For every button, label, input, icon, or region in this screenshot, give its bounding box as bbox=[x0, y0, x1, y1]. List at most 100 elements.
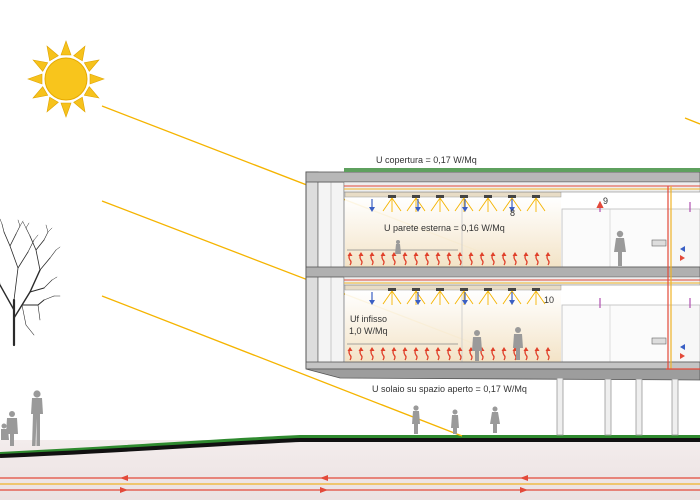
light-fixture-icon bbox=[436, 195, 444, 198]
light-fixture-icon bbox=[484, 195, 492, 198]
heat-arrow-head bbox=[380, 252, 386, 256]
cool-arrow-head bbox=[415, 300, 421, 305]
light-fixture-icon bbox=[508, 288, 516, 291]
person-silhouette-icon bbox=[472, 330, 482, 361]
heat-arrow-head bbox=[391, 347, 397, 351]
heat-arrow-head bbox=[391, 252, 397, 256]
heat-arrow-head bbox=[490, 252, 496, 256]
intermediate-slab bbox=[305, 266, 700, 278]
frame-u-value-label-line1: Uf infisso bbox=[350, 314, 387, 324]
person-silhouette-icon bbox=[31, 390, 43, 446]
light-fixtures bbox=[382, 195, 546, 305]
light-fixture-icon bbox=[460, 288, 468, 291]
cool-arrow-head bbox=[509, 207, 515, 212]
light-fixture-icon bbox=[436, 288, 444, 291]
pilotis bbox=[556, 377, 679, 436]
person-silhouette-icon bbox=[6, 411, 18, 446]
light-fixture-icon bbox=[388, 288, 396, 291]
building bbox=[305, 168, 700, 436]
heat-arrow-head bbox=[446, 347, 452, 351]
light-fixture-icon bbox=[484, 288, 492, 291]
geothermal-pipes bbox=[0, 475, 700, 493]
upper-room-far bbox=[667, 208, 700, 268]
heat-arrow-head bbox=[534, 347, 540, 351]
heat-arrow-head bbox=[490, 347, 496, 351]
light-cone bbox=[526, 290, 546, 305]
marker-upper-room: 8 bbox=[510, 208, 515, 218]
heat-arrow-head bbox=[402, 252, 408, 256]
heat-arrow-head bbox=[468, 252, 474, 256]
ground-line bbox=[0, 438, 700, 458]
slab-underside bbox=[305, 368, 700, 381]
heat-arrow-head bbox=[347, 252, 353, 256]
heat-arrow-head bbox=[545, 347, 551, 351]
heat-arrow-head bbox=[446, 252, 452, 256]
light-fixture-icon bbox=[412, 288, 420, 291]
pipe-arrow-icon bbox=[320, 487, 328, 493]
person-silhouette-icon bbox=[412, 405, 420, 434]
heat-arrow-head bbox=[512, 252, 518, 256]
lower-room-far bbox=[667, 304, 700, 363]
wall-u-value-label: U parete esterna = 0,16 W/Mq bbox=[384, 223, 505, 233]
ground-floor-slab bbox=[305, 361, 700, 370]
heat-arrow-head bbox=[424, 347, 430, 351]
person-silhouette-icon bbox=[513, 327, 523, 360]
light-cone bbox=[526, 197, 546, 212]
heat-arrow-head bbox=[457, 347, 463, 351]
cool-arrow-head bbox=[415, 207, 421, 212]
light-cone bbox=[382, 290, 402, 305]
heat-arrow-head bbox=[479, 252, 485, 256]
pipe-arrow-icon bbox=[520, 487, 528, 493]
pipe-arrow-icon bbox=[320, 475, 328, 481]
heat-arrow-head bbox=[413, 252, 419, 256]
marker-upper-shaft: 9 bbox=[603, 196, 608, 206]
roof-slab bbox=[305, 171, 700, 183]
heat-arrow-head bbox=[501, 347, 507, 351]
light-fixture-icon bbox=[460, 195, 468, 198]
cool-arrow-head bbox=[369, 300, 375, 305]
heat-arrow-head bbox=[435, 252, 441, 256]
frame-u-value-label-line2: 1,0 W/Mq bbox=[349, 326, 388, 336]
heat-arrow-head bbox=[380, 347, 386, 351]
heat-arrow-head bbox=[534, 252, 540, 256]
pipe-arrow-icon bbox=[120, 487, 128, 493]
person-silhouette-icon bbox=[395, 240, 401, 254]
vent-unit-icon bbox=[651, 239, 667, 247]
heat-arrow-head bbox=[523, 347, 529, 351]
pipe-arrow-icon bbox=[120, 475, 128, 481]
heat-arrow-head bbox=[358, 347, 364, 351]
light-fixture-icon bbox=[412, 195, 420, 198]
light-cone bbox=[478, 197, 498, 212]
heat-arrow-head bbox=[402, 347, 408, 351]
light-fixture-icon bbox=[508, 195, 516, 198]
person-silhouette-icon bbox=[1, 423, 9, 440]
heat-arrow-head bbox=[358, 252, 364, 256]
pipe-arrow-icon bbox=[520, 475, 528, 481]
sun-icon bbox=[27, 40, 105, 118]
light-cone bbox=[382, 197, 402, 212]
heat-arrow-head bbox=[435, 347, 441, 351]
light-cone bbox=[430, 290, 450, 305]
heat-arrow-head bbox=[369, 347, 375, 351]
heat-arrow-head bbox=[369, 252, 375, 256]
cool-arrow-head bbox=[509, 300, 515, 305]
roof-u-value-label: U copertura = 0,17 W/Mq bbox=[376, 155, 477, 165]
light-fixture-icon bbox=[532, 195, 540, 198]
lower-room-east bbox=[561, 304, 669, 363]
person-silhouette-icon bbox=[490, 406, 500, 433]
bare-tree-icon bbox=[0, 218, 61, 347]
cool-arrow-head bbox=[462, 207, 468, 212]
light-fixture-icon bbox=[532, 288, 540, 291]
heat-arrow-head bbox=[413, 347, 419, 351]
cool-arrow-head bbox=[462, 300, 468, 305]
upper-room-east bbox=[561, 208, 669, 268]
heat-arrow-head bbox=[347, 347, 353, 351]
light-fixture-icon bbox=[388, 195, 396, 198]
light-cone bbox=[478, 290, 498, 305]
heat-arrow-head bbox=[501, 252, 507, 256]
person-silhouette-icon bbox=[451, 409, 459, 434]
people bbox=[1, 230, 626, 446]
cool-arrow-head bbox=[369, 207, 375, 212]
